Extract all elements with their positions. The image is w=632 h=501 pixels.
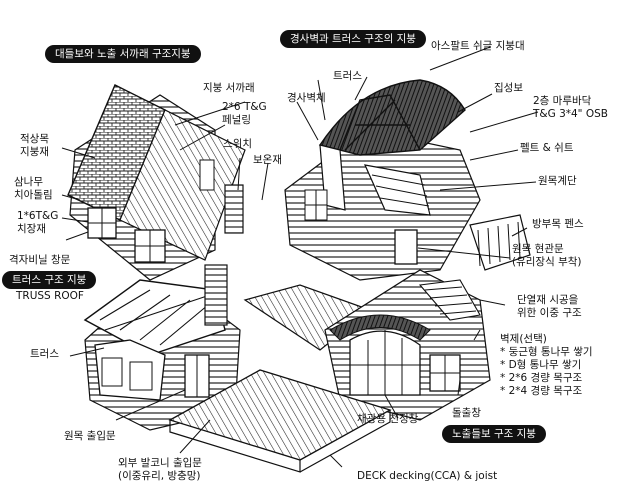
label-truss-top: 트러스 xyxy=(333,70,362,82)
label-truss-bottom: 트러스 xyxy=(30,348,59,360)
module-exposed-girder-roof xyxy=(243,269,491,421)
label-roof-rafter: 지붕 서까래 xyxy=(203,82,255,94)
label-stone-window: 돌출창 xyxy=(452,407,481,419)
label-sloped-wall: 경사벽체 xyxy=(287,92,326,104)
label-tg-siding: 1*6T&G 치장재 xyxy=(17,210,59,235)
title-exposed-girder-roof: 노출들보 구조 지붕 xyxy=(442,425,546,443)
label-ridge-beam: 집성보 xyxy=(494,82,523,94)
label-wall-options: 벽제(선택) * 둥근형 통나무 쌓기 * D형 통나무 쌓기 * 2*6 경량… xyxy=(500,333,593,397)
leader-lines xyxy=(61,46,539,468)
label-asphalt-shingle: 아스팔트 쉬글 지붕대 xyxy=(431,40,525,52)
label-log-stairs: 원목계단 xyxy=(538,175,577,187)
label-log-door: 원목 출입문 xyxy=(64,430,116,442)
label-insulation: 보온재 xyxy=(253,154,282,166)
module-girder-rafter-roof xyxy=(67,84,246,281)
label-truss-roof-en: TRUSS ROOF xyxy=(16,290,84,302)
label-lattice-window: 격자비닐 창문 xyxy=(9,254,71,266)
label-floor2: 2층 마루바닥 T&G 3*4" OSB xyxy=(533,95,608,120)
title-sloped-truss-roof: 경사벽과 트러스 구조의 지붕 xyxy=(280,30,426,48)
label-preserved-fence: 방부목 펜스 xyxy=(532,218,584,230)
label-double-insulation: 단열재 시공을 위한 이중 구조 xyxy=(517,294,582,319)
title-truss-roof: 트러스 구조 지붕 xyxy=(2,271,97,289)
label-switch: 스위치 xyxy=(223,138,252,150)
label-deck: DECK decking(CCA) & joist xyxy=(357,470,498,482)
title-girder-rafter-roof: 대들보와 노출 서까래 구조지붕 xyxy=(45,45,201,63)
label-cedar-fascia: 삼나무 치아돌림 xyxy=(14,176,53,201)
label-balcony-door: 외부 발코니 출입문 (이중유리, 방충망) xyxy=(118,457,202,482)
module-truss-roof xyxy=(83,264,241,431)
label-stacked-wood: 적상목 지붕재 xyxy=(20,133,49,158)
label-tg-paneling: 2*6 T&G 페널링 xyxy=(222,101,267,126)
label-log-entrance: 원목 현관문 (유리장식 부착) xyxy=(512,243,582,268)
module-sloped-truss-roof xyxy=(284,79,531,281)
label-skylight-ceiling: 채광용 천정창 xyxy=(357,413,419,425)
label-felt-sheet: 펠트 & 쉬트 xyxy=(520,142,574,154)
